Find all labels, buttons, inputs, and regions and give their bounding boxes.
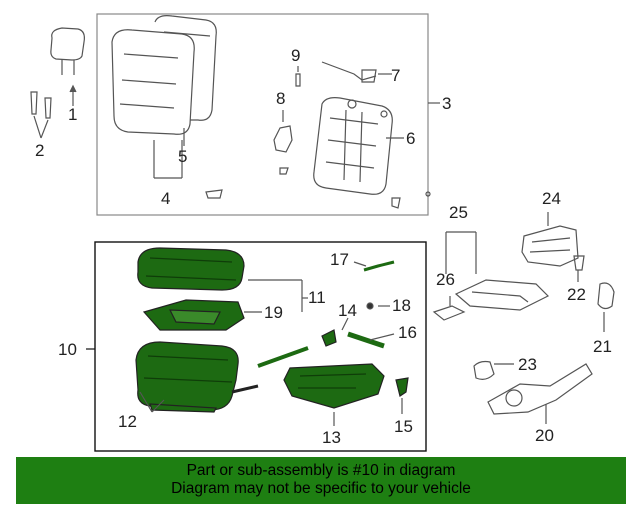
callout-20: 20	[535, 426, 554, 445]
seatback-cover-part	[111, 15, 217, 179]
callout-2: 2	[35, 141, 45, 160]
callout-3: 3	[442, 94, 452, 113]
assembly-notice-bar: Part or sub-assembly is #10 in diagram D…	[16, 457, 626, 504]
assembly-notice-line2: Diagram may not be specific to your vehi…	[171, 480, 471, 497]
seat-lever-part	[395, 377, 409, 397]
callout-13: 13	[322, 428, 341, 447]
callout-5: 5	[178, 147, 188, 166]
callout-12: 12	[118, 412, 137, 431]
callout-18: 18	[392, 296, 411, 315]
callout-22: 22	[567, 285, 586, 304]
seatback-assembly-box	[96, 13, 429, 216]
seat-cushion-cover-part	[137, 247, 245, 291]
seat-cushion-pad-part	[142, 299, 245, 331]
callout-16: 16	[398, 323, 417, 342]
callout-4: 4	[161, 189, 171, 208]
seat-cable-part	[363, 260, 395, 272]
seat-screw-part	[366, 302, 374, 310]
callout-7: 7	[391, 66, 401, 85]
callout-10: 10	[58, 340, 77, 359]
assembly-notice-line1: Part or sub-assembly is #10 in diagram	[186, 462, 456, 479]
seat-frame-part	[283, 363, 385, 409]
callout-19: 19	[264, 303, 283, 322]
seatback-frame-part	[205, 97, 431, 209]
callout-21: 21	[593, 337, 612, 356]
seat-bracket-part	[321, 329, 337, 347]
callout-8: 8	[276, 89, 286, 108]
seatback-hardware-parts	[273, 61, 392, 153]
callout-17: 17	[330, 250, 349, 269]
headrest-part	[50, 27, 85, 106]
seat-cushion-lower-part	[135, 341, 259, 413]
headrest-guide-part	[30, 91, 52, 139]
callout-24: 24	[542, 189, 561, 208]
callout-25: 25	[449, 203, 468, 222]
callout-9: 9	[291, 46, 301, 65]
callout-6: 6	[406, 129, 416, 148]
callout-14: 14	[338, 301, 357, 320]
callout-15: 15	[394, 417, 413, 436]
callout-23: 23	[518, 355, 537, 374]
callout-26: 26	[436, 270, 455, 289]
seat-cushion-assembly-box	[94, 241, 427, 452]
callout-1: 1	[68, 105, 78, 124]
side-parts	[432, 212, 615, 424]
seat-rod-part-2	[257, 346, 309, 368]
seat-rod-part	[347, 331, 385, 349]
callout-11: 11	[308, 288, 326, 307]
